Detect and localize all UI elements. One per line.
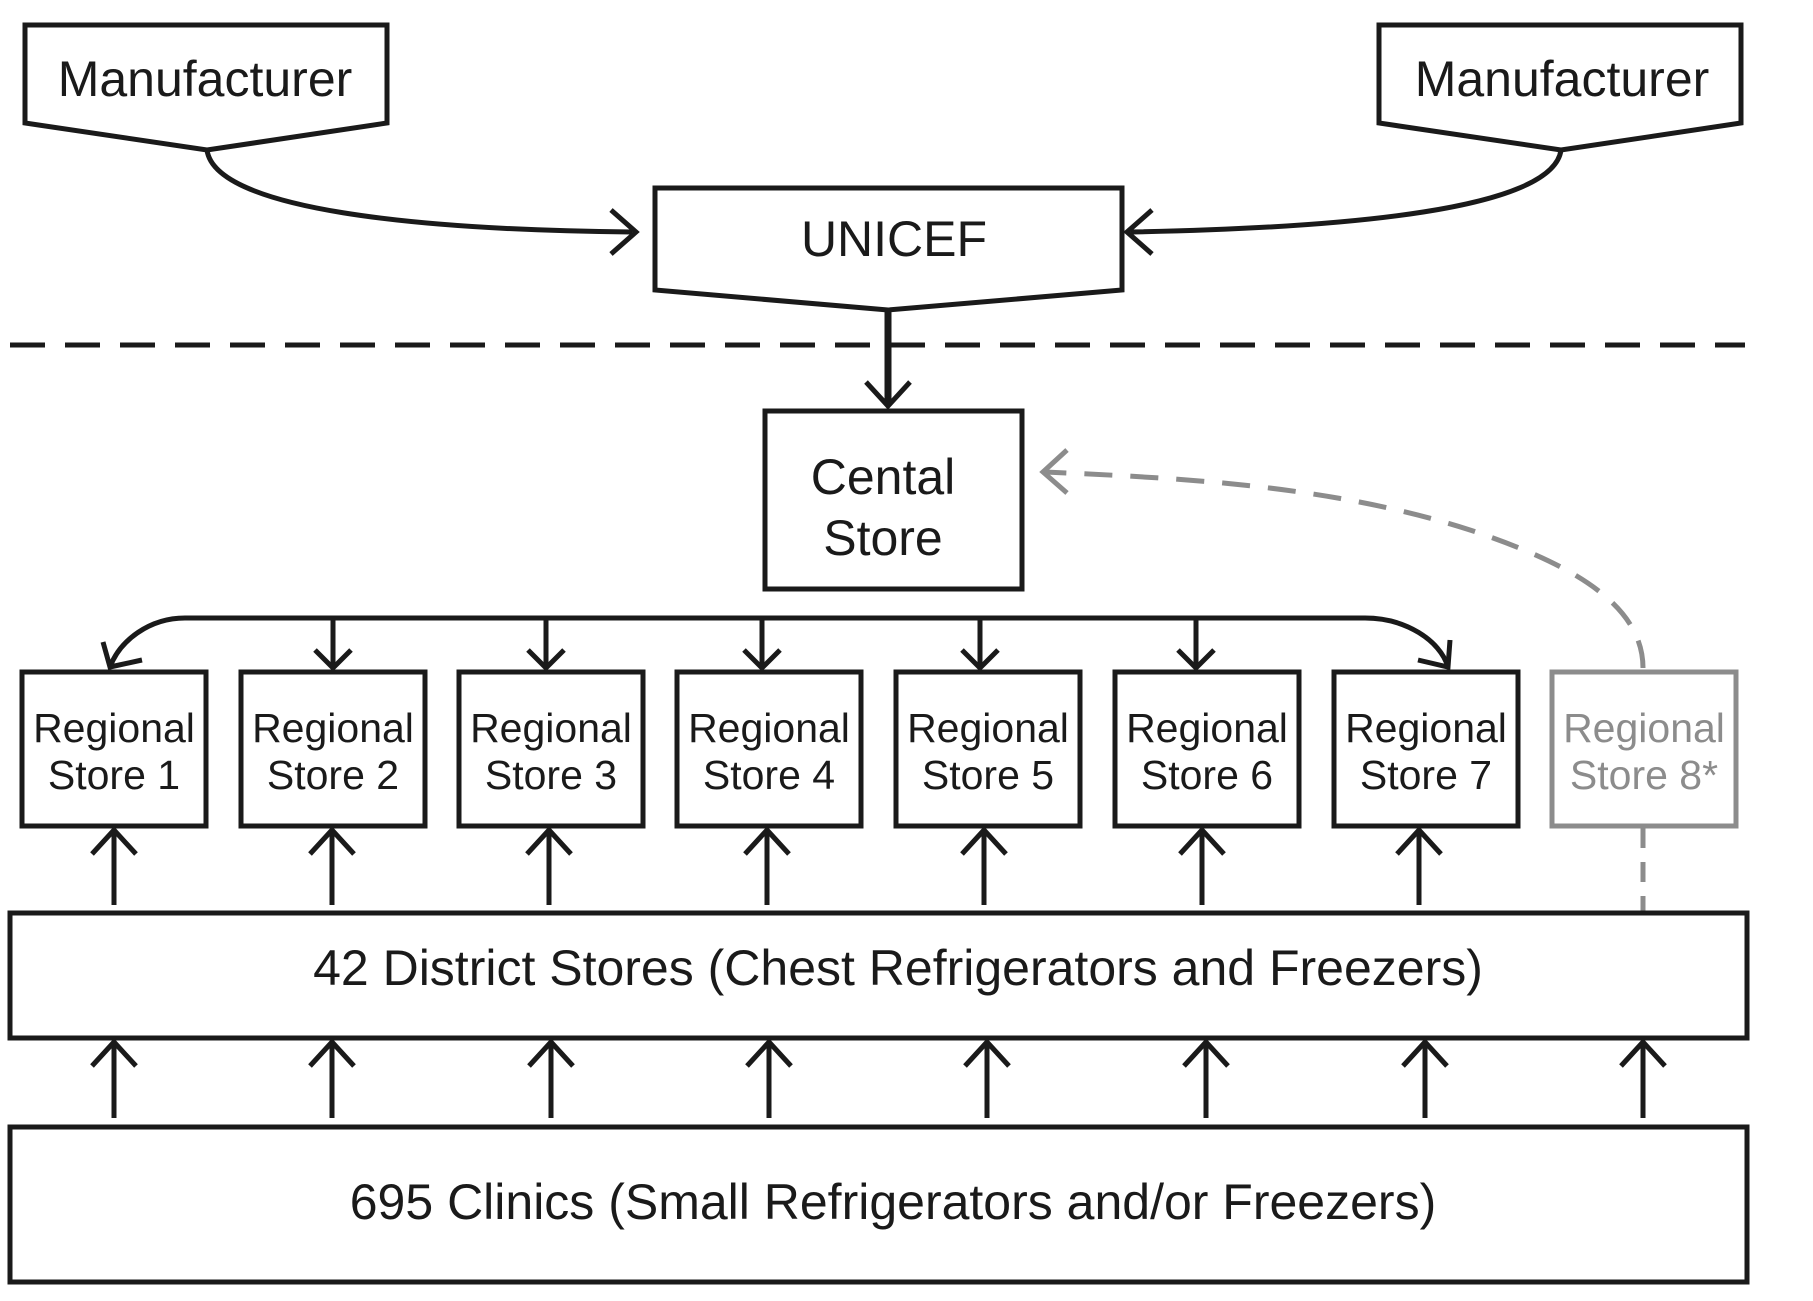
down-arrow-regional-3	[526, 618, 566, 672]
regional-store-label-line1: Regional	[1126, 705, 1288, 751]
manufacturer-left-label: Manufacturer	[58, 51, 353, 107]
regional-store-label-line1: Regional	[688, 705, 850, 751]
up-arrow-to-district-6	[1182, 1038, 1230, 1118]
up-arrow-to-district-7	[1401, 1038, 1449, 1118]
central-store-label-line1: Cental	[811, 449, 956, 505]
regional-store-label-line1: Regional	[252, 705, 414, 751]
regional-store-label-line2: Store 3	[485, 752, 617, 798]
distribution-bracket	[107, 615, 1451, 668]
right-manufacturer-arrow-line	[1130, 149, 1564, 235]
right-manufacturer-arrowhead	[1123, 208, 1154, 256]
regional-down-arrows	[313, 618, 1216, 672]
up-arrow-to-regional-5	[960, 826, 1008, 905]
regional-8-to-central-dashed-arrow	[1039, 448, 1646, 669]
regional-store-label-line2: Store 5	[922, 752, 1054, 798]
regional-store-label-line1: Regional	[1563, 705, 1725, 751]
up-arrow-to-district-5	[963, 1038, 1011, 1118]
up-arrow-to-regional-6	[1178, 826, 1226, 905]
down-arrow-regional-4	[742, 618, 782, 672]
district-stores-node: 42 District Stores (Chest Refrigerators …	[7, 910, 1750, 1041]
unicef-label: UNICEF	[801, 211, 987, 267]
regional-store-label-line1: Regional	[907, 705, 1069, 751]
unicef-to-central-arrow	[864, 310, 912, 410]
up-arrow-to-district-1	[90, 1038, 138, 1118]
up-arrow-to-regional-2	[308, 826, 356, 905]
left-manufacturer-arrowhead	[609, 208, 640, 256]
regional-store-label-line2: Store 7	[1360, 752, 1492, 798]
up-arrow-to-regional-3	[525, 826, 573, 905]
regional-store-label-line2: Store 4	[703, 752, 835, 798]
up-arrow-to-regional-7	[1395, 826, 1443, 905]
regional-store-label-line1: Regional	[33, 705, 195, 751]
district-stores-label: 42 District Stores (Chest Refrigerators …	[313, 940, 1483, 996]
up-arrow-to-district-8	[1619, 1038, 1667, 1118]
regional-store-label-line1: Regional	[1345, 705, 1507, 751]
clinics-to-district-arrows	[90, 1038, 1667, 1118]
clinics-node: 695 Clinics (Small Refrigerators and/or …	[7, 1124, 1750, 1285]
central-to-regional-distribution	[100, 615, 1453, 672]
regional-store-label-line2: Store 8*	[1570, 752, 1718, 798]
regional-store-label-line1: Regional	[470, 705, 632, 751]
clinics-label: 695 Clinics (Small Refrigerators and/or …	[350, 1174, 1436, 1230]
down-arrow-regional-5	[960, 618, 1000, 672]
unicef-node: UNICEF	[652, 185, 1125, 313]
left-manufacturer-arrow-line	[204, 149, 633, 235]
up-arrow-to-district-3	[527, 1038, 575, 1118]
up-arrow-to-district-4	[745, 1038, 793, 1118]
regional-store-label-line2: Store 1	[48, 752, 180, 798]
manufacturer-to-unicef-arrows	[204, 149, 1564, 256]
up-arrow-to-regional-1	[90, 826, 138, 905]
down-arrow-regional-2	[313, 618, 353, 672]
central-store-label-line2: Store	[823, 510, 943, 566]
regional-store-label-line2: Store 6	[1141, 752, 1273, 798]
up-arrow-to-regional-4	[743, 826, 791, 905]
district-to-regional-arrows	[90, 826, 1443, 905]
distribution-arrowhead-1	[100, 641, 143, 670]
manufacturer-right-label: Manufacturer	[1415, 51, 1710, 107]
regional-store-label-line2: Store 2	[267, 752, 399, 798]
manufacturer-left-node: Manufacturer	[22, 22, 390, 153]
up-arrow-to-district-2	[308, 1038, 356, 1118]
distribution-arrowhead-7	[1417, 639, 1453, 671]
central-store-node: Cental Store	[762, 408, 1025, 592]
manufacturer-right-node: Manufacturer	[1376, 22, 1744, 153]
down-arrow-regional-6	[1176, 618, 1216, 672]
